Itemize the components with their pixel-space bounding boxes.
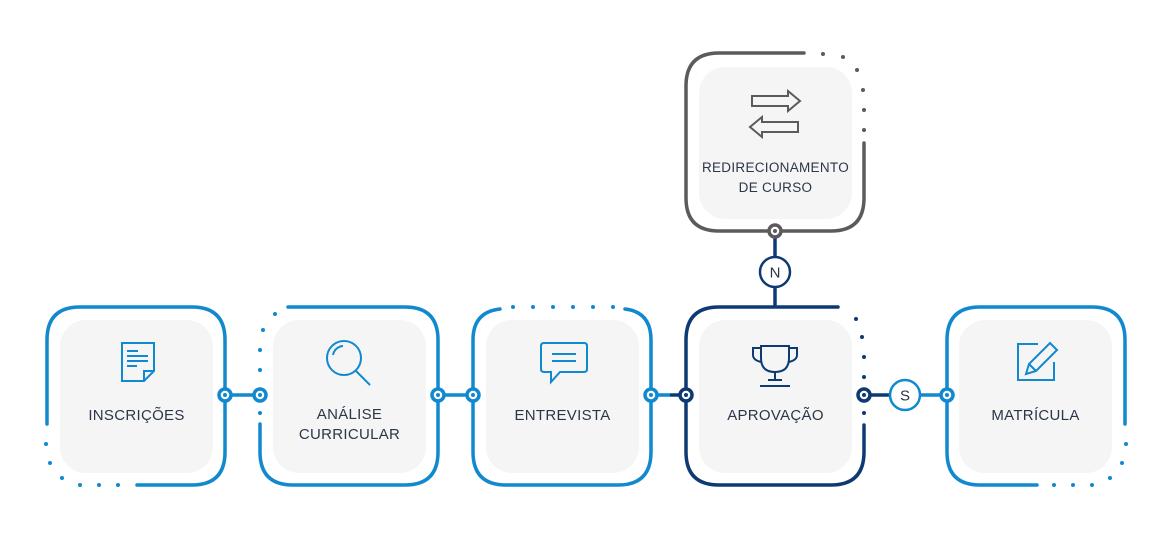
dots-aprovacao	[854, 317, 866, 415]
frame-entrevista	[471, 307, 653, 487]
tile-inscricoes	[60, 320, 213, 473]
decision-yes-circle	[888, 378, 922, 412]
decision-no-label: N	[770, 265, 781, 282]
step-label-line: ANÁLISE	[316, 406, 383, 423]
trophy-icon	[752, 345, 798, 387]
step-label-line: ENTREVISTA	[514, 407, 611, 424]
dots-matricula	[1052, 442, 1128, 487]
step-label-analise: ANÁLISE CURRICULAR	[273, 405, 426, 445]
frame-analise	[258, 305, 440, 487]
magnifier-icon	[326, 340, 371, 386]
decision-yes-label: S	[900, 388, 910, 405]
dots-inscricoes	[44, 442, 120, 487]
dots-entrevista	[511, 305, 615, 309]
dots-redirect	[821, 52, 866, 132]
dots-analise	[258, 312, 277, 415]
tile-matricula	[959, 320, 1112, 473]
step-label-aprovacao: APROVAÇÃO	[699, 406, 852, 426]
tile-redirect	[699, 67, 852, 219]
document-icon	[121, 342, 155, 382]
step-label-line: MATRÍCULA	[991, 407, 1080, 424]
frame-redirect	[684, 51, 866, 233]
step-label-line: DE CURSO	[738, 180, 813, 195]
frame-matricula	[945, 305, 1127, 487]
step-label-redirect: REDIRECIONAMENTO DE CURSO	[693, 158, 858, 198]
tile-analise	[273, 320, 426, 473]
step-label-line: APROVAÇÃO	[727, 407, 824, 424]
edit-pencil-icon	[1017, 341, 1059, 381]
step-label-inscricoes: INSCRIÇÕES	[60, 406, 213, 426]
step-label-line: REDIRECIONAMENTO	[701, 160, 850, 175]
step-label-matricula: MATRÍCULA	[959, 406, 1112, 426]
step-label-line: INSCRIÇÕES	[88, 407, 185, 424]
frame-inscricoes	[45, 305, 227, 487]
decision-no-circle	[758, 255, 792, 289]
chat-bubble-icon	[540, 342, 588, 385]
tile-aprovacao	[699, 320, 852, 473]
frame-aprovacao	[684, 305, 866, 487]
step-label-entrevista: ENTREVISTA	[486, 406, 639, 426]
swap-arrows-icon	[748, 88, 802, 140]
step-label-line: CURRICULAR	[298, 426, 401, 443]
tile-entrevista	[486, 320, 639, 473]
